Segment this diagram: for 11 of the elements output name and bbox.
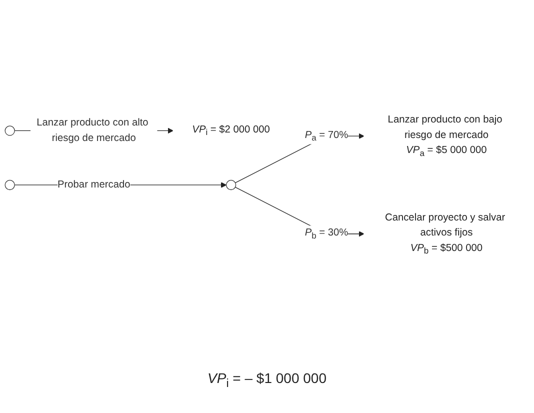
node-circle	[226, 180, 236, 190]
node-circle	[4, 180, 15, 190]
node-text: Lanzar producto con bajo riesgo de mercado VP$_{a}$ = $5 000 000	[388, 114, 502, 158]
node-circle	[4, 126, 15, 136]
node-text: Cancelar proyecto y salvar activos fijos VP$_{b}$ = $500 000	[384, 212, 506, 256]
node-text: VP$_{i}$ = $2 000 000	[192, 124, 270, 138]
edge-label: Lanzar producto con alto riesgo de mercado	[36, 117, 148, 144]
value-note: VP$_{i}$ = – $1 000 000	[206, 370, 328, 390]
edge-label: P$_{b}$ = 30%	[304, 227, 348, 240]
edge-label: Probar mercado	[57, 179, 130, 190]
edge-label: P$_{a}$ = 70%	[304, 130, 348, 143]
